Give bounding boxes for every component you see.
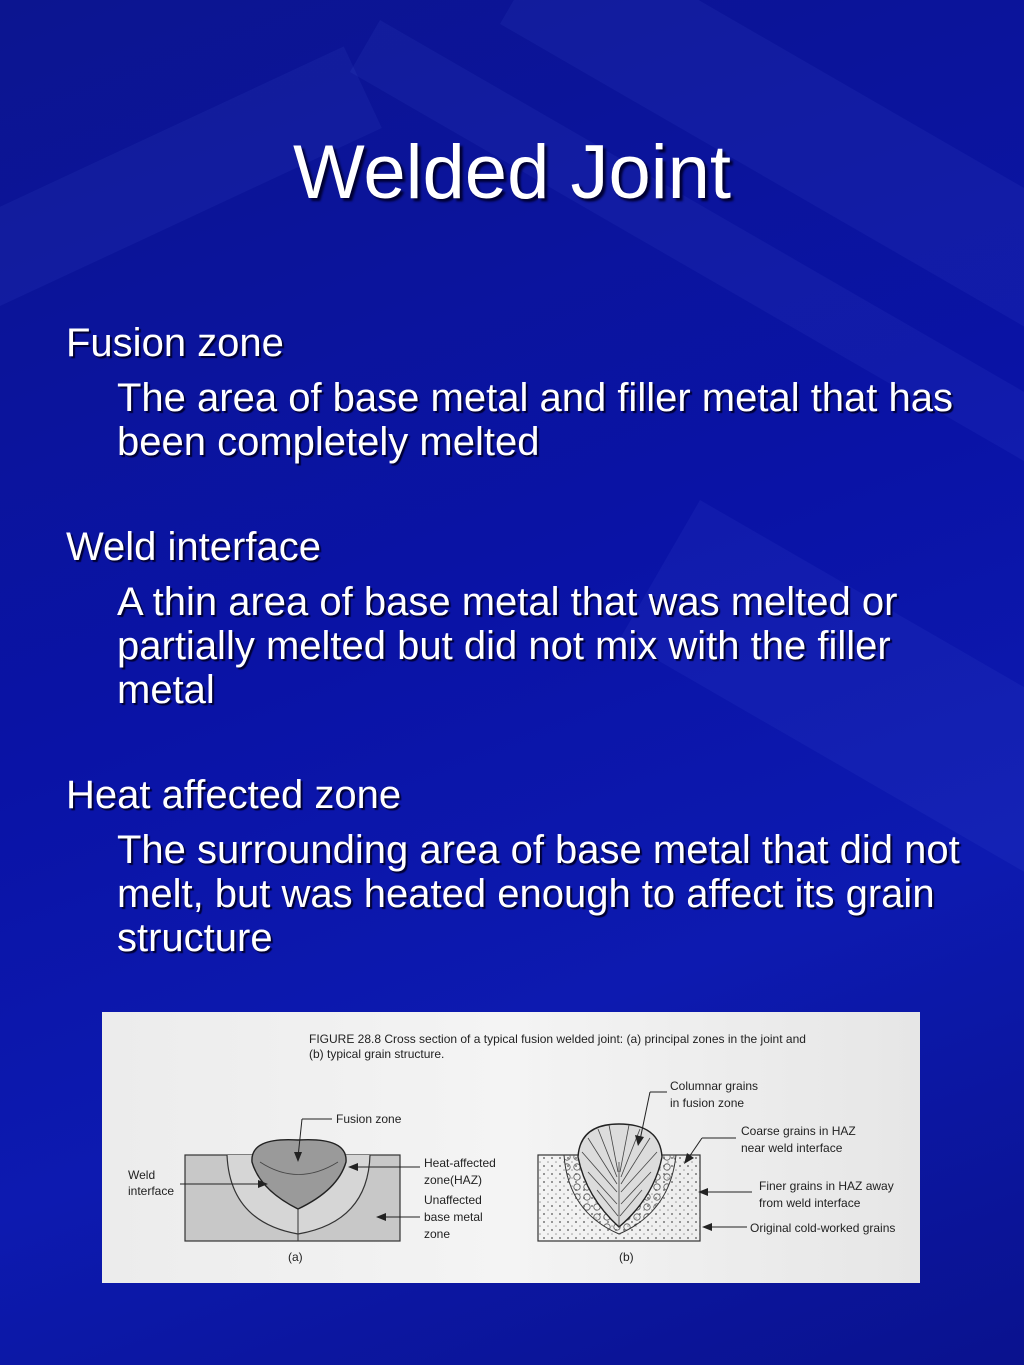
term-fusion-zone: Fusion zone	[66, 321, 284, 365]
panel-a-label: (a)	[288, 1250, 303, 1264]
panel-b: Columnar grains in fusion zone Coarse gr…	[537, 1079, 895, 1264]
label-unaffected-line1: Unaffected	[424, 1193, 482, 1207]
label-finer-line2: from weld interface	[759, 1196, 861, 1210]
label-haz-line2: zone(HAZ)	[424, 1173, 482, 1187]
label-coarse-line1: Coarse grains in HAZ	[741, 1124, 856, 1138]
definition-heat-affected-zone: The surrounding area of base metal that …	[117, 828, 960, 960]
panel-b-label: (b)	[619, 1250, 634, 1264]
label-haz-line1: Heat-affected	[424, 1156, 496, 1170]
label-columnar-line1: Columnar grains	[670, 1079, 758, 1093]
term-heat-affected-zone: Heat affected zone	[66, 773, 402, 817]
label-fusion-zone: Fusion zone	[336, 1112, 402, 1126]
label-weld-interface-line1: Weld	[128, 1168, 155, 1182]
term-weld-interface: Weld interface	[66, 525, 321, 569]
definition-fusion-zone: The area of base metal and filler metal …	[117, 376, 954, 464]
columnar-grain-lines	[581, 1124, 658, 1227]
panel-a: Fusion zone Weld interface Heat-affected…	[128, 1112, 496, 1264]
label-unaffected-line3: zone	[424, 1227, 450, 1241]
label-unaffected-line2: base metal	[424, 1210, 483, 1224]
figure-caption-line1: FIGURE 28.8 Cross section of a typical f…	[309, 1032, 806, 1046]
label-original-grains: Original cold-worked grains	[750, 1221, 895, 1235]
definition-weld-interface: A thin area of base metal that was melte…	[117, 580, 898, 712]
weld-cross-section-figure: FIGURE 28.8 Cross section of a typical f…	[102, 1012, 920, 1283]
figure-caption-line2: (b) typical grain structure.	[309, 1047, 444, 1061]
label-coarse-line2: near weld interface	[741, 1141, 843, 1155]
label-finer-line1: Finer grains in HAZ away	[759, 1179, 894, 1193]
slide-title: Welded Joint	[293, 130, 731, 215]
label-weld-interface-line2: interface	[128, 1184, 174, 1198]
label-columnar-line2: in fusion zone	[670, 1096, 744, 1110]
weld-diagram: FIGURE 28.8 Cross section of a typical f…	[128, 1032, 895, 1264]
definitions-list: Fusion zone The area of base metal and f…	[66, 318, 966, 960]
